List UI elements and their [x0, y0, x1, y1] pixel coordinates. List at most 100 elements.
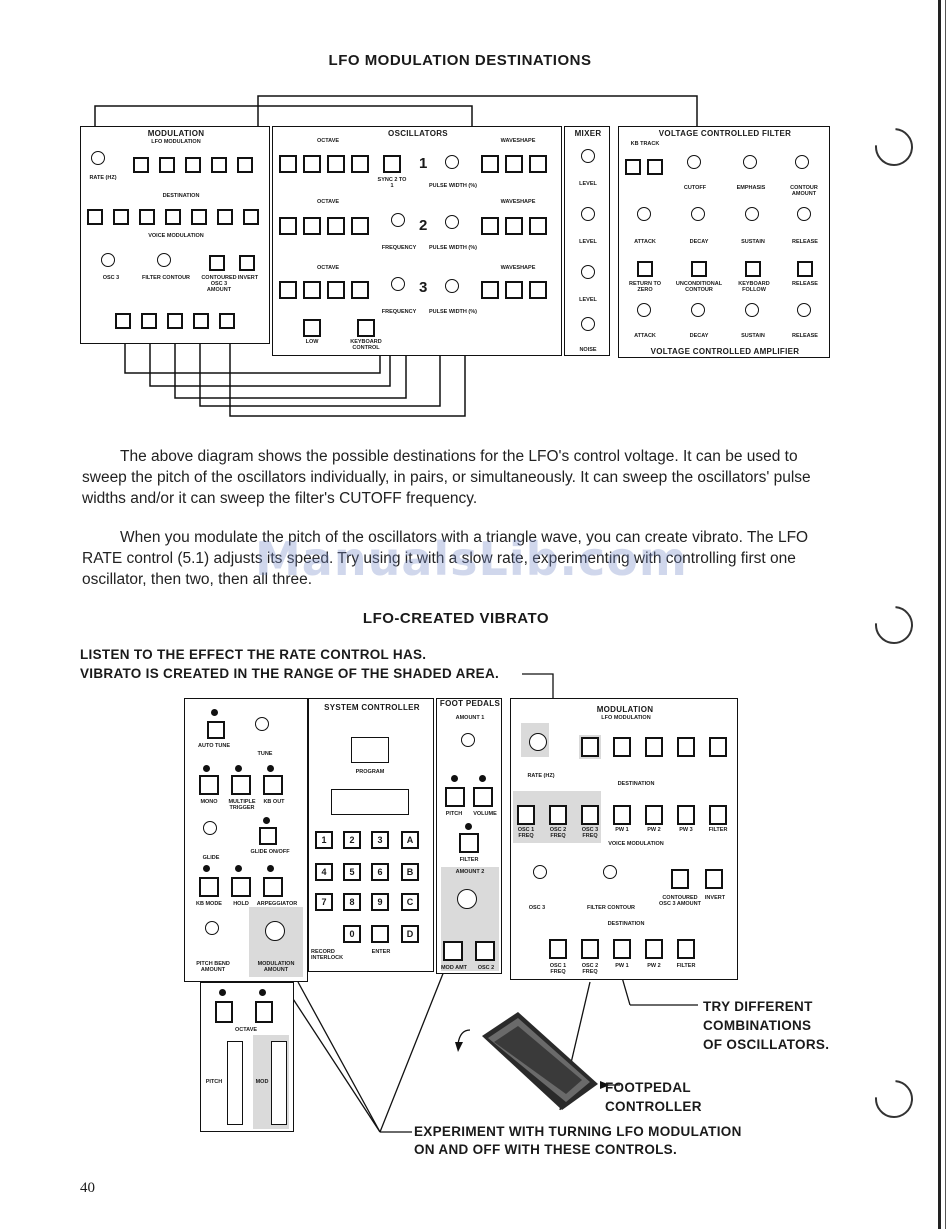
invert-button[interactable]: [239, 255, 255, 271]
osc2-frequency-knob[interactable]: [391, 213, 405, 227]
key-a[interactable]: A: [401, 831, 419, 849]
bottom-dest-pw2-button[interactable]: [645, 805, 663, 825]
dest-filter-button[interactable]: [243, 209, 259, 225]
osc1-pulse-knob[interactable]: [445, 155, 459, 169]
bottom-dest-pw3-button[interactable]: [677, 805, 695, 825]
glide-knob[interactable]: [203, 821, 217, 835]
osc2-pulse-knob[interactable]: [445, 215, 459, 229]
key-b[interactable]: B: [401, 863, 419, 881]
osc2-octave-16[interactable]: [279, 217, 297, 235]
unconditional-contour-button[interactable]: [691, 261, 707, 277]
dest-pw1-button[interactable]: [165, 209, 181, 225]
key-2[interactable]: 2: [343, 831, 361, 849]
key-8[interactable]: 8: [343, 893, 361, 911]
key-1[interactable]: 1: [315, 831, 333, 849]
bottom-voice-osc2-button[interactable]: [581, 939, 599, 959]
osc3-octave-2[interactable]: [351, 281, 369, 299]
bottom-voice-filter-button[interactable]: [677, 939, 695, 959]
osc3-wave-3[interactable]: [529, 281, 547, 299]
lfo-triangle-button[interactable]: [581, 737, 599, 757]
osc1-wave-3[interactable]: [529, 155, 547, 173]
amp-sustain-knob[interactable]: [745, 303, 759, 317]
key-9[interactable]: 9: [371, 893, 389, 911]
osc1-octave-16[interactable]: [279, 155, 297, 173]
osc1-octave-4[interactable]: [327, 155, 345, 173]
key-4[interactable]: 4: [315, 863, 333, 881]
amp-release-knob[interactable]: [797, 303, 811, 317]
key-0[interactable]: 0: [343, 925, 361, 943]
amount1-knob[interactable]: [461, 733, 475, 747]
return-to-zero-button[interactable]: [637, 261, 653, 277]
sync-button[interactable]: [383, 155, 401, 173]
pitch-pedal-button[interactable]: [445, 787, 465, 807]
kb-track-button-2[interactable]: [647, 159, 663, 175]
osc3-wave-2[interactable]: [505, 281, 523, 299]
osc3-frequency-knob[interactable]: [391, 277, 405, 291]
osc2-octave-4[interactable]: [327, 217, 345, 235]
osc3-octave-8[interactable]: [303, 281, 321, 299]
filter-decay-knob[interactable]: [691, 207, 705, 221]
keyboard-follow-button[interactable]: [745, 261, 761, 277]
dest-pw3-button[interactable]: [217, 209, 233, 225]
key-6[interactable]: 6: [371, 863, 389, 881]
osc2-octave-2[interactable]: [351, 217, 369, 235]
dest-osc2-button[interactable]: [113, 209, 129, 225]
bottom-voice-pw1-button[interactable]: [613, 939, 631, 959]
bottom-voice-osc1-button[interactable]: [549, 939, 567, 959]
voice-dest-osc2-button[interactable]: [141, 313, 157, 329]
filter-release-knob[interactable]: [797, 207, 811, 221]
bottom-dest-osc2-button[interactable]: [549, 805, 567, 825]
lfo-wave-button-4[interactable]: [211, 157, 227, 173]
lfo-wave-button-3[interactable]: [185, 157, 201, 173]
key-7[interactable]: 7: [315, 893, 333, 911]
filter-contour-knob[interactable]: [157, 253, 171, 267]
voice-dest-osc1-button[interactable]: [115, 313, 131, 329]
lfo-square-button[interactable]: [677, 737, 695, 757]
hold-button[interactable]: [231, 877, 251, 897]
osc1-octave-2[interactable]: [351, 155, 369, 173]
osc3-wave-1[interactable]: [481, 281, 499, 299]
osc2-wave-3[interactable]: [529, 217, 547, 235]
pitch-wheel[interactable]: [227, 1041, 243, 1125]
osc2-pedal-button[interactable]: [475, 941, 495, 961]
lfo-saw-button[interactable]: [613, 737, 631, 757]
key-d[interactable]: D: [401, 925, 419, 943]
osc3-pulse-knob[interactable]: [445, 279, 459, 293]
tune-knob[interactable]: [255, 717, 269, 731]
mono-button[interactable]: [199, 775, 219, 795]
mixer-osc2-knob[interactable]: [581, 207, 595, 221]
keyboard-control-button[interactable]: [357, 319, 375, 337]
lfo-sh-button[interactable]: [709, 737, 727, 757]
lfo-wave-button-5[interactable]: [237, 157, 253, 173]
cutoff-knob[interactable]: [687, 155, 701, 169]
mod-wheel[interactable]: [271, 1041, 287, 1125]
glide-onoff-button[interactable]: [259, 827, 277, 845]
bottom-filter-contour-knob[interactable]: [603, 865, 617, 879]
osc1-wave-1[interactable]: [481, 155, 499, 173]
lfo-wave-button-1[interactable]: [133, 157, 149, 173]
kb-mode-button[interactable]: [199, 877, 219, 897]
octave-down-button[interactable]: [215, 1001, 233, 1023]
pitch-bend-knob[interactable]: [205, 921, 219, 935]
modulation-amount-knob[interactable]: [265, 921, 285, 941]
amp-decay-knob[interactable]: [691, 303, 705, 317]
osc3-amount-knob[interactable]: [101, 253, 115, 267]
dest-osc3-button[interactable]: [139, 209, 155, 225]
rate-knob[interactable]: [91, 151, 105, 165]
dest-pw2-button[interactable]: [191, 209, 207, 225]
multiple-trigger-button[interactable]: [231, 775, 251, 795]
bottom-rate-knob[interactable]: [529, 733, 547, 751]
bottom-dest-osc3-button[interactable]: [581, 805, 599, 825]
volume-pedal-button[interactable]: [473, 787, 493, 807]
key-3[interactable]: 3: [371, 831, 389, 849]
bottom-contoured-button[interactable]: [671, 869, 689, 889]
bottom-dest-pw1-button[interactable]: [613, 805, 631, 825]
filter-sustain-knob[interactable]: [745, 207, 759, 221]
osc3-octave-16[interactable]: [279, 281, 297, 299]
octave-up-button[interactable]: [255, 1001, 273, 1023]
osc1-wave-2[interactable]: [505, 155, 523, 173]
release-button[interactable]: [797, 261, 813, 277]
filter-attack-knob[interactable]: [637, 207, 651, 221]
osc2-wave-2[interactable]: [505, 217, 523, 235]
amount2-knob[interactable]: [457, 889, 477, 909]
